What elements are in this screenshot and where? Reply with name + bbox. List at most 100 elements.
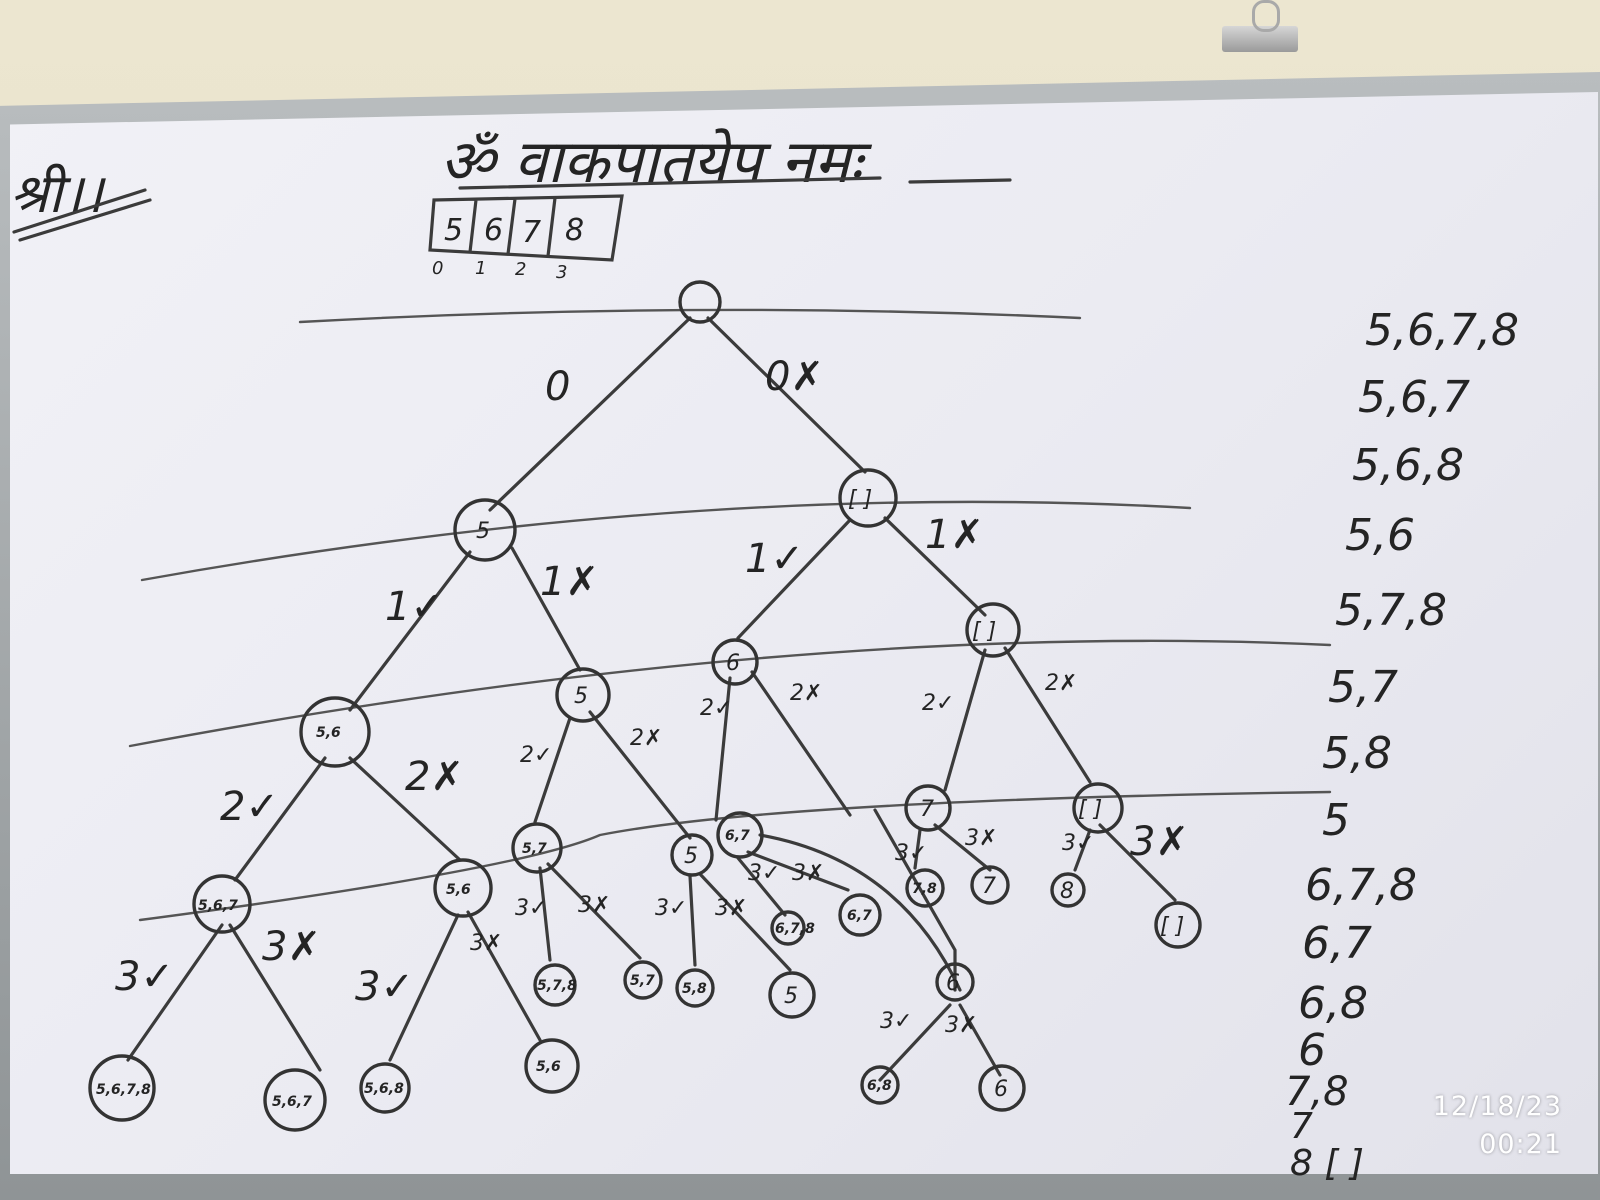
subset-line-10: 6,7	[1302, 918, 1372, 969]
edge-label-3-check-d: 3✓	[655, 896, 687, 921]
node-label-empty-1: [ ]	[848, 487, 872, 512]
edge-label-3-check-a: 3✓	[115, 954, 174, 1000]
edge-label-3-cross-b: 3✗	[470, 931, 502, 956]
node-label-5-6-7: 5,6,7	[198, 898, 238, 914]
leaf-7: 7	[982, 874, 996, 899]
edge-label-3-check-g: 3✓	[1062, 831, 1094, 856]
node-empty-2	[965, 602, 1021, 658]
edge-label-1-check-a: 1✓	[385, 584, 444, 630]
leaf-5: 5	[784, 984, 798, 1009]
edge-label-2-check-b: 2✓	[520, 743, 552, 768]
subset-list: 5,6,7,8 5,6,7 5,6,8 5,6 5,7,8 5,7 5,8 5 …	[1285, 305, 1519, 1184]
node-5-6	[299, 696, 371, 768]
edge-label-2-check-d: 2✓	[922, 691, 954, 716]
node-label-5: 5	[476, 519, 490, 544]
array-cell-0: 5	[444, 213, 463, 248]
edge-label-3-check-e: 3✓	[748, 861, 780, 886]
leaf-5678: 5,6,7,8	[96, 1082, 151, 1098]
node-5-6-7	[192, 874, 252, 934]
edge-label-2-cross-b: 2✗	[630, 726, 662, 751]
edge-label-0-right: 0✗	[765, 354, 824, 400]
leaf-58: 5,8	[682, 981, 707, 997]
node-label-5-7: 5,7	[522, 841, 547, 857]
leaf-568: 5,6,8	[364, 1081, 404, 1097]
leaf-57: 5,7	[630, 973, 655, 989]
edge-label-1-cross-a: 1✗	[540, 559, 599, 605]
edge-label-3-check-f: 3✓	[895, 841, 927, 866]
subset-line-8: 5	[1322, 795, 1350, 846]
timestamp-overlay: 12/18/23 00:21	[1433, 1088, 1562, 1164]
leaf-nodes: 5,6,7,8 5,6,7 5,6,8 5,6 5,7,8 5,7 5,8 5 …	[88, 865, 1202, 1132]
node-label-6-7: 6,7	[725, 828, 750, 844]
node-label-5-b: 5	[574, 684, 588, 709]
subset-line-12: 6	[1298, 1025, 1326, 1076]
array-index-0: 0	[432, 258, 443, 279]
node-root	[678, 280, 722, 324]
edge-label-3-check-c: 3✓	[515, 896, 547, 921]
node-label-7: 7	[920, 797, 934, 822]
edge-label-2-cross-a: 2✗	[405, 754, 464, 800]
edge-label-3-cross-d: 3✗	[715, 896, 747, 921]
node-label-5-c: 5	[684, 844, 698, 869]
edge-label-3-cross-a: 3✗	[262, 924, 321, 970]
leaf-6: 6	[994, 1077, 1008, 1102]
edge-label-1-check-b: 1✓	[745, 536, 804, 582]
subset-line-6: 5,7	[1328, 662, 1398, 713]
corner-text: श्री।।	[10, 162, 107, 225]
array-cell-3: 8	[565, 213, 584, 248]
subset-line-2: 5,6,7	[1358, 372, 1470, 423]
leaf-678: 6,7,8	[775, 921, 815, 937]
edge-label-3-cross-f: 3✗	[965, 826, 997, 851]
subset-line-7: 5,8	[1322, 728, 1392, 779]
leaf-56: 5,6	[536, 1059, 561, 1075]
edge-label-2-cross-d: 2✗	[1045, 671, 1077, 696]
leaf-578: 5,7,8	[537, 978, 577, 994]
edge-label-3-cross-e: 3✗	[792, 861, 824, 886]
array-cell-1: 6	[484, 213, 503, 248]
subset-line-1: 5,6,7,8	[1365, 305, 1519, 356]
edge-labels: 0 0✗ 1✓ 1✗ 1✓ 1✗ 2✓ 2✗ 2✓ 2✗ 2✓ 2✗ 2✓ 2✗…	[115, 354, 1189, 1038]
array-index-3: 3	[556, 262, 567, 283]
leaf-68: 6,8	[867, 1078, 892, 1094]
array-index-1: 1	[475, 258, 486, 279]
node-6	[711, 638, 759, 686]
subset-line-9: 6,7,8	[1305, 860, 1417, 911]
corner-underline	[12, 188, 152, 242]
node-label-6-b: 6	[946, 971, 960, 996]
node-5-7	[511, 822, 563, 874]
subset-line-5: 5,7,8	[1335, 585, 1447, 636]
subset-line-15: 8 [ ]	[1290, 1143, 1364, 1184]
array-index-2: 2	[515, 259, 526, 280]
leaf-78: 7,8	[912, 881, 937, 897]
whiteboard-surface	[10, 92, 1598, 1174]
node-label-6: 6	[726, 651, 740, 676]
edge-label-2-check-c: 2✓	[700, 696, 732, 721]
edge-label-3-cross-c: 3✗	[578, 893, 610, 918]
node-6-7	[716, 811, 764, 859]
node-6-b	[935, 962, 975, 1002]
edge-label-2-check-a: 2✓	[220, 784, 279, 830]
level-lines	[128, 308, 1332, 922]
leaf-567: 5,6,7	[272, 1094, 312, 1110]
node-5-c	[670, 833, 714, 877]
subset-line-13: 7,8	[1285, 1069, 1349, 1115]
edge-label-3-check-h: 3✓	[880, 1009, 912, 1034]
tree-edges	[126, 316, 1177, 1082]
edge-label-3-cross-g: 3✗	[1130, 819, 1189, 865]
node-label-5-6-b: 5,6	[446, 882, 471, 898]
subset-line-3: 5,6,8	[1352, 440, 1464, 491]
leaf-67: 6,7	[847, 908, 872, 924]
node-5-6-b	[433, 858, 493, 918]
node-empty-3	[1072, 782, 1124, 834]
edge-label-1-cross-b: 1✗	[925, 512, 984, 558]
node-5-b	[555, 667, 611, 723]
array-box: 5 6 7 8 0 1 2 3	[428, 194, 624, 283]
edge-label-2-cross-c: 2✗	[790, 681, 822, 706]
node-label-5-6: 5,6	[316, 725, 341, 741]
subset-line-11: 6,8	[1298, 978, 1368, 1029]
edge-label-3-check-b: 3✓	[355, 964, 414, 1010]
array-cell-2: 7	[522, 215, 541, 250]
node-7-mid	[904, 784, 952, 832]
leaf-empty: [ ]	[1160, 914, 1184, 939]
timestamp-date: 12/18/23	[1432, 1091, 1562, 1122]
